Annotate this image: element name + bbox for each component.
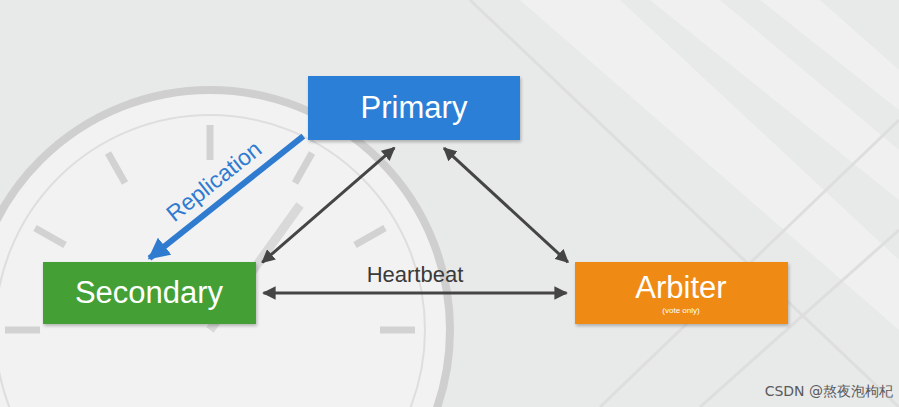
edge-label: Heartbeat (367, 262, 464, 287)
clock-ticks (5, 125, 415, 330)
clock-inner-rim (0, 115, 425, 407)
beam (470, 0, 899, 407)
tick (35, 228, 65, 245)
watermark: CSDN @熬夜泡枸杞 (765, 383, 893, 399)
node-title: Secondary (75, 276, 223, 310)
node-title: Primary (361, 91, 468, 125)
primary-box: Primary (308, 76, 520, 140)
edge-label: Replication (161, 136, 267, 227)
tick (207, 125, 214, 160)
stripe (760, 0, 899, 110)
stripe (650, 0, 899, 200)
tick (355, 228, 385, 245)
arbiter-box: Arbiter (vote only) (575, 262, 788, 324)
heartbeat-arrow (264, 292, 567, 295)
tick (295, 153, 312, 183)
secondary-box: Secondary (43, 262, 256, 324)
roof-stripes (470, 0, 899, 407)
tick (108, 153, 125, 183)
heartbeat-arrow (444, 148, 568, 262)
tick (380, 327, 415, 334)
node-note: (vote only) (662, 307, 699, 316)
heartbeat-arrow (262, 148, 394, 262)
tick (5, 327, 40, 334)
node-title: Arbiter (635, 271, 726, 305)
replication-arrow (149, 136, 303, 258)
